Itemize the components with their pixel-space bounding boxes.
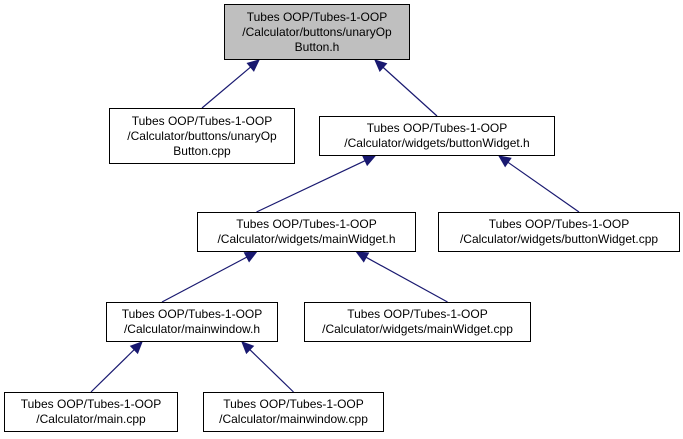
node-label-line: Tubes OOP/Tubes-1-OOP [236,217,377,231]
arrowhead-icon [243,251,258,263]
node-label-line: Button.cpp [173,143,231,158]
node-label-line: /Calculator/widgets/buttonWidget.h [344,136,530,150]
dependency-edge [249,349,294,393]
node-label-line: /Calculator/widgets/buttonWidget.cpp [459,232,659,246]
node-label-line: /Calculator/widgets/mainWidget.h [217,232,396,246]
dependency-edge [365,256,448,303]
arrowhead-icon [498,155,512,168]
node-label-line: /Calculator/main.cpp [36,412,146,426]
node-label-line: Tubes OOP/Tubes-1-OOP [366,121,508,135]
node-main-cpp[interactable]: Tubes OOP/Tubes-1-OOP /Calculator/main.c… [4,392,178,432]
node-main-widget-cpp[interactable]: Tubes OOP/Tubes-1-OOP /Calculator/widget… [304,302,531,342]
arrowhead-icon [129,341,143,355]
arrowhead-icon [362,155,377,167]
node-unary-op-button-cpp[interactable]: Tubes OOP/Tubes-1-OOP /Calculator/button… [109,108,295,164]
node-label-line: /Calculator/mainwindow.h [123,322,261,336]
node-label-line: Tubes OOP/Tubes-1-OOP [223,397,364,411]
node-label-line: /Calculator/buttons/unaryOp [127,128,277,143]
node-label-line: Tubes OOP/Tubes-1-OOP [20,397,162,411]
node-mainwindow-cpp[interactable]: Tubes OOP/Tubes-1-OOP /Calculator/mainwi… [203,392,384,432]
arrowhead-icon [355,251,370,263]
node-button-widget-cpp[interactable]: Tubes OOP/Tubes-1-OOP /Calculator/widget… [438,212,680,252]
node-label-line: /Calculator/widgets/mainWidget.cpp [322,322,513,336]
node-button-widget-h[interactable]: Tubes OOP/Tubes-1-OOP /Calculator/widget… [319,116,555,156]
node-label-line: Tubes OOP/Tubes-1-OOP [121,307,263,321]
node-main-widget-h[interactable]: Tubes OOP/Tubes-1-OOP /Calculator/widget… [197,212,416,252]
node-label-line: Tubes OOP/Tubes-1-OOP [131,113,273,128]
dependency-edge [256,160,366,213]
dependency-edge [90,349,135,393]
node-label-line: /Calculator/mainwindow.cpp [219,412,368,426]
dependency-edge [507,161,580,213]
arrowhead-icon [374,59,388,72]
node-label-line: /Calculator/buttons/unaryOp [242,24,392,39]
node-unary-op-button-h[interactable]: Tubes OOP/Tubes-1-OOP /Calculator/button… [224,4,410,60]
node-label-line: Tubes OOP/Tubes-1-OOP [246,9,388,24]
dependency-edge [161,256,248,303]
dependency-edge [382,66,438,117]
node-label-line: Tubes OOP/Tubes-1-OOP [347,307,488,321]
node-mainwindow-h[interactable]: Tubes OOP/Tubes-1-OOP /Calculator/mainwi… [106,302,278,342]
arrowhead-icon [246,59,260,72]
node-label-line: Button.h [294,39,340,54]
node-label-line: Tubes OOP/Tubes-1-OOP [488,217,630,231]
arrowhead-icon [241,341,255,355]
dependency-edge [201,66,251,109]
